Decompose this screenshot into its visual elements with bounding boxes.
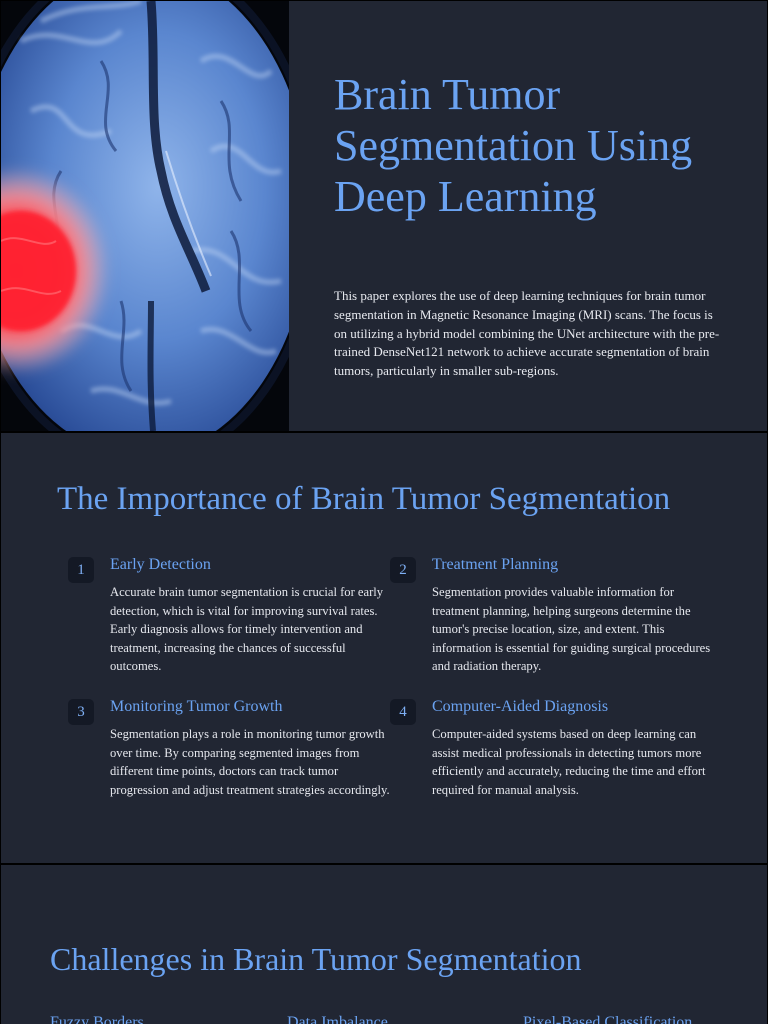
section-title: Challenges in Brain Tumor Segmentation (50, 941, 582, 977)
item-number-badge: 2 (390, 557, 416, 583)
challenge-item-pixel-classification: Pixel-Based Classification (523, 1014, 693, 1024)
item-number-badge: 4 (390, 699, 416, 725)
item-title: Computer-Aided Diagnosis (432, 698, 609, 715)
title-slide: Brain Tumor Segmentation Using Deep Lear… (1, 1, 767, 431)
item-description: Computer-aided systems based on deep lea… (432, 727, 706, 797)
intro-paragraph: This paper explores the use of deep lear… (334, 288, 720, 379)
challenge-item-data-imbalance: Data Imbalance (287, 1014, 388, 1024)
item-number-badge: 1 (68, 557, 94, 583)
importance-item-early-detection: 1 Early Detection Accurate brain tumor s… (68, 555, 390, 676)
item-description: Segmentation provides valuable informati… (432, 585, 711, 673)
importance-item-computer-aided-diagnosis: 4 Computer-Aided Diagnosis Computer-aide… (390, 697, 712, 799)
item-description: Segmentation plays a role in monitoring … (110, 727, 390, 797)
challenge-item-fuzzy-borders: Fuzzy Borders (50, 1014, 144, 1024)
importance-item-treatment-planning: 2 Treatment Planning Segmentation provid… (390, 555, 712, 676)
item-title: Treatment Planning (432, 556, 559, 573)
importance-item-monitoring-growth: 3 Monitoring Tumor Growth Segmentation p… (68, 697, 390, 799)
item-title: Monitoring Tumor Growth (110, 698, 283, 715)
item-description: Accurate brain tumor segmentation is cru… (110, 585, 384, 673)
challenges-slide: Challenges in Brain Tumor Segmentation F… (1, 865, 767, 1024)
section-title: The Importance of Brain Tumor Segmentati… (57, 481, 671, 517)
page-title: Brain Tumor Segmentation Using Deep Lear… (334, 70, 693, 221)
item-title: Early Detection (110, 556, 211, 573)
importance-slide: The Importance of Brain Tumor Segmentati… (1, 433, 767, 863)
mri-brain-image (1, 1, 289, 431)
item-number-badge: 3 (68, 699, 94, 725)
